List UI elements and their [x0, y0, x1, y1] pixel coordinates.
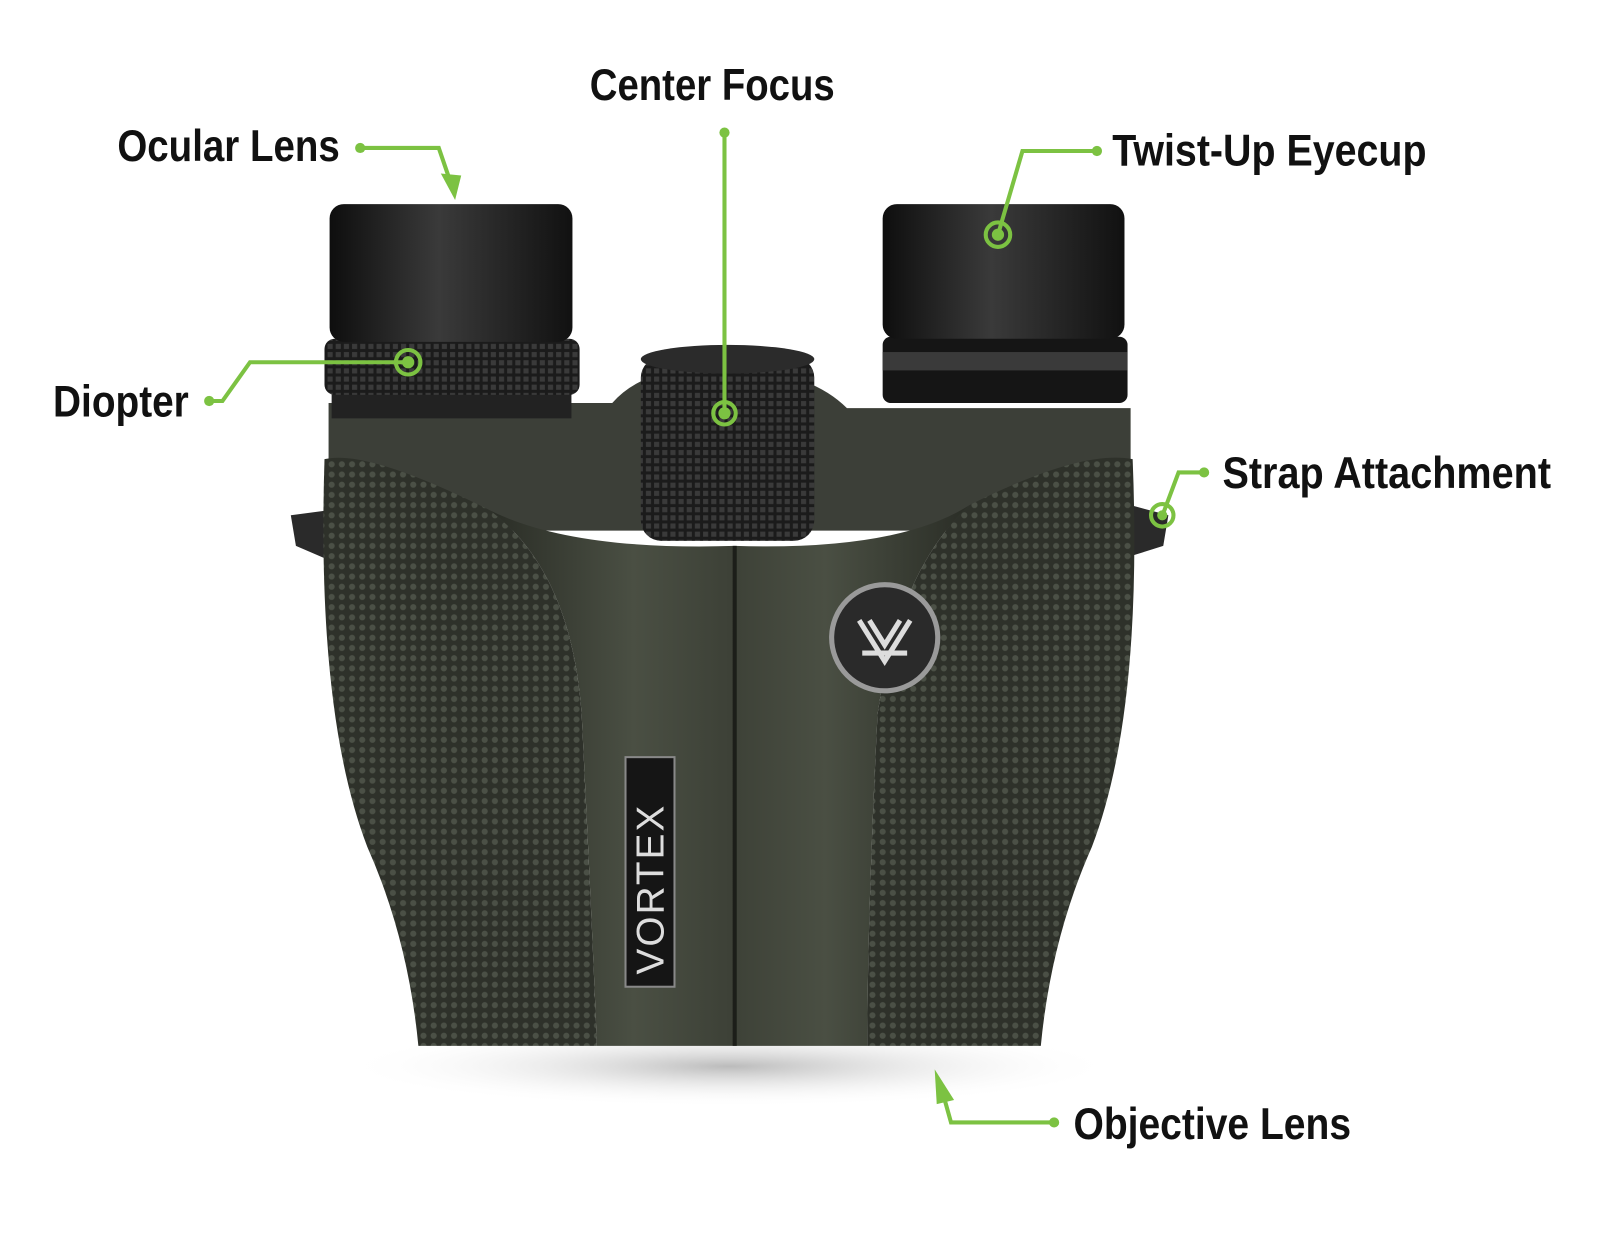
leader-strap-attachment [1148, 467, 1210, 529]
right-eyecup [882, 204, 1125, 339]
left-eyecup [329, 204, 573, 342]
leader-objective-lens [934, 1069, 1060, 1128]
right-eyepiece-band [882, 352, 1128, 371]
ground-shadow [341, 1025, 1118, 1108]
vortex-logo-mark [857, 619, 913, 667]
right-barrel [867, 457, 1135, 1046]
vortex-logo [829, 582, 941, 694]
leader-center-focus [711, 127, 738, 427]
label-center-focus: Center Focus [590, 59, 835, 110]
label-diopter: Diopter [53, 375, 189, 426]
label-objective-lens: Objective Lens [1073, 1098, 1351, 1149]
label-twist-up-eyecup: Twist-Up Eyecup [1112, 124, 1426, 175]
label-strap-attachment: Strap Attachment [1222, 447, 1551, 498]
brand-text: VORTEX [629, 804, 672, 975]
left-barrel [323, 457, 597, 1046]
focus-knob [640, 357, 815, 541]
brand-plate [624, 756, 676, 988]
label-ocular-lens: Ocular Lens [117, 120, 339, 171]
strap-lug-left [290, 510, 332, 562]
leader-ocular-lens [355, 142, 462, 200]
leader-twist-up-eyecup [983, 145, 1103, 249]
leader-diopter [204, 347, 423, 407]
focus-knob-top [640, 344, 815, 374]
diopter-ring [324, 338, 580, 395]
